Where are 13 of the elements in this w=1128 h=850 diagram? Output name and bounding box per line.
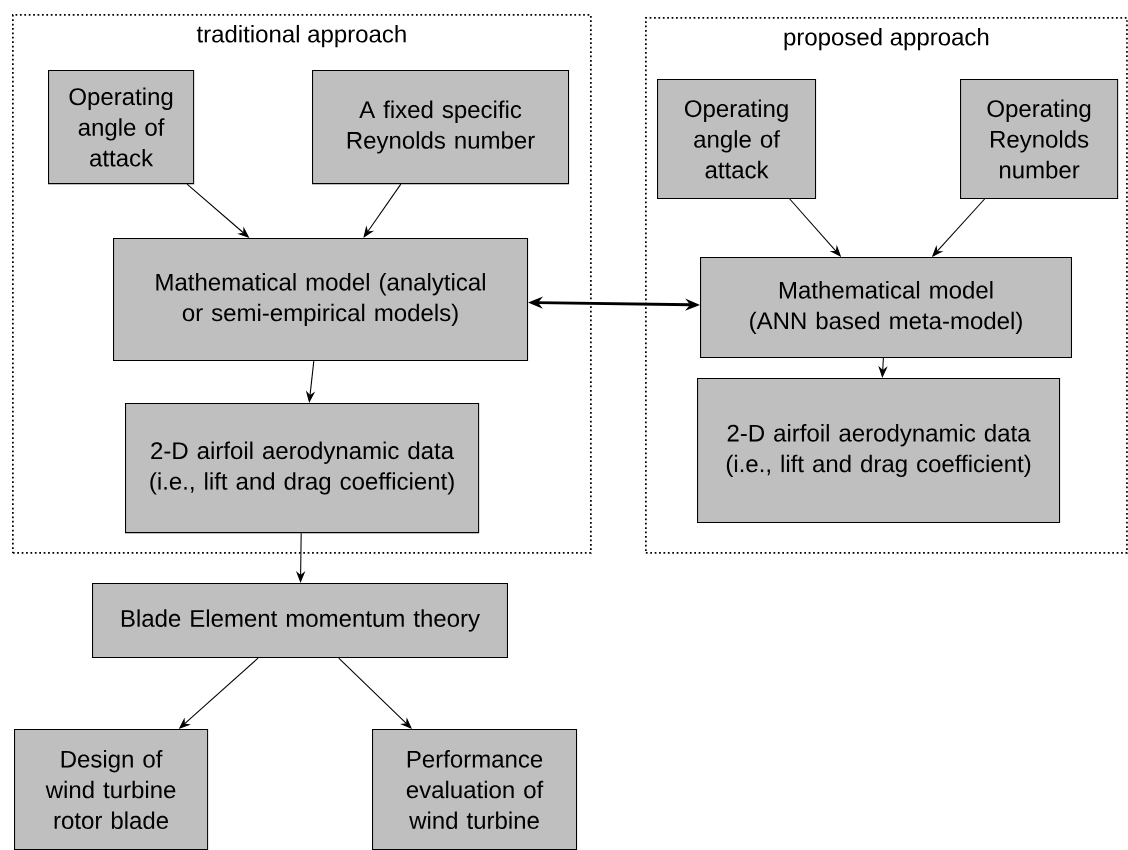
process-box: Operating Reynolds number [960, 79, 1119, 199]
process-box: 2-D airfoil aerodynamic data (i.e., lift and drag coefficient) [125, 403, 480, 534]
process-box: Mathematical model (ANN based meta-model) [700, 257, 1072, 359]
process-box: Design of wind turbine rotor blade [14, 729, 209, 850]
process-box: Blade Element momentum theory [92, 583, 508, 659]
process-box: Mathematical model (analytical or semi-empirical models) [113, 238, 529, 362]
process-box: Operating angle of attack [48, 70, 195, 185]
process-box: Operating angle of attack [657, 79, 817, 199]
arrow [363, 183, 402, 238]
process-box: 2-D airfoil aerodynamic data (i.e., lift and drag coefficient) [697, 378, 1061, 524]
arrow [878, 357, 888, 378]
process-box: A fixed specific Reynolds number [312, 70, 570, 185]
process-box: Performance evaluation of wind turbine [372, 729, 578, 850]
